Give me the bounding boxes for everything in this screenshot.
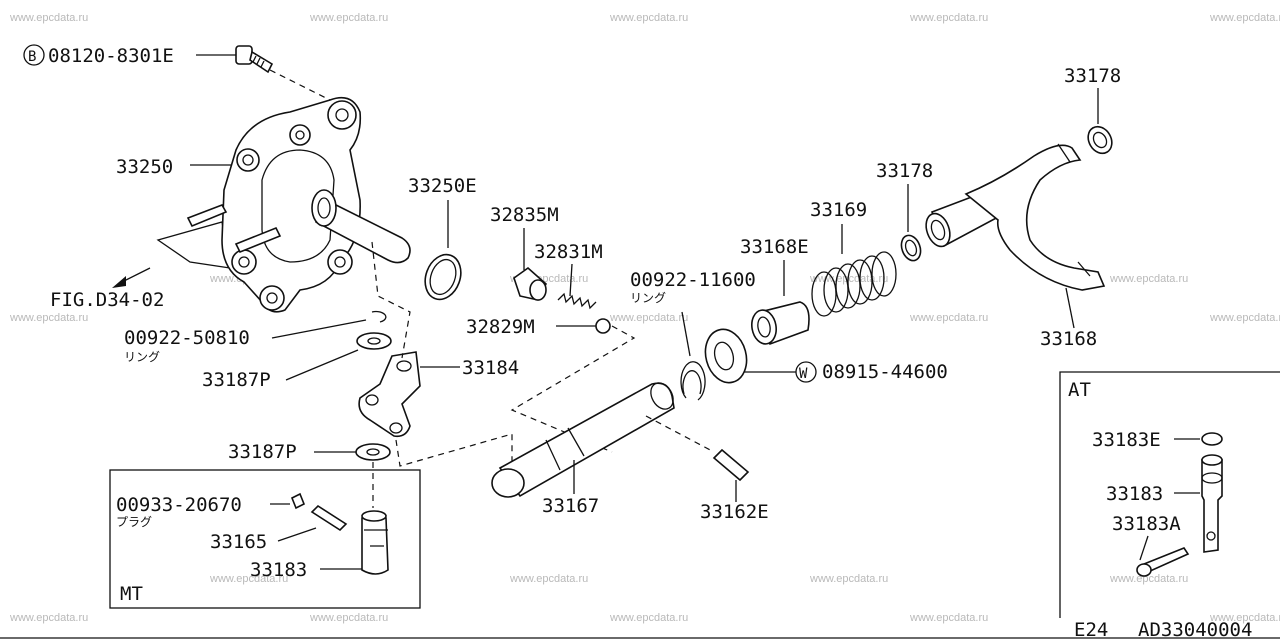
shift-shaft-part[interactable]: 33167 [491, 379, 678, 517]
label-lever-mt: 33183 [250, 559, 307, 581]
label-spring: 33169 [810, 199, 867, 221]
label-sleeve: 33168E [740, 236, 809, 258]
label-lever: 33184 [462, 357, 519, 379]
at-lever-part[interactable] [1201, 454, 1223, 553]
mt-tag: MT [120, 583, 143, 605]
label-at-lever: 33183 [1106, 483, 1163, 505]
detent-ball-part[interactable]: 32829M [466, 316, 611, 338]
mt-variant-box: MT 00933-20670 プラグ 33165 33183 [109, 469, 421, 609]
label-ball-m: 32829M [466, 316, 535, 338]
mt-plug-part[interactable] [290, 492, 306, 510]
label-pin: 33162E [700, 501, 769, 523]
at-variant-box: AT 33183E 33183 33183A [1059, 371, 1280, 618]
label-plug-mt-sub: プラグ [116, 515, 152, 529]
bolt-prefix-circle [23, 44, 45, 66]
footer-section-code: E24 [1074, 619, 1108, 640]
roll-pin-part[interactable]: 33162E [700, 448, 769, 523]
shift-fork-part[interactable]: 33168 [922, 143, 1106, 350]
label-washer-p2: 33187P [228, 441, 297, 463]
label-ring-178b: 33178 [1064, 65, 1121, 87]
retaining-ring-a-part[interactable]: 33178 [876, 160, 933, 263]
label-housing: 33250 [116, 156, 173, 178]
footer-figure-code: AD33040004 [1138, 619, 1252, 640]
label-plug-mt: 00933-20670 [116, 494, 242, 516]
watermark: www.epcdata.ru [909, 612, 988, 624]
label-bolt: 08120-8301E [48, 45, 174, 67]
at-plug-part[interactable] [1201, 432, 1223, 446]
watermark-layer: www.epcdata.ru www.epcdata.ru www.epcdat… [9, 12, 1280, 624]
watermark: www.epcdata.ru [9, 12, 88, 24]
watermark: www.epcdata.ru [809, 573, 888, 585]
label-washer-p1: 33187P [202, 369, 271, 391]
thrust-washer-part[interactable]: W 08915-44600 [700, 325, 948, 388]
label-fork: 33168 [1040, 328, 1097, 350]
watermark: www.epcdata.ru [1109, 273, 1188, 285]
watermark: www.epcdata.ru [1109, 573, 1188, 585]
watermark: www.epcdata.ru [309, 612, 388, 624]
label-shaft: 33167 [542, 495, 599, 517]
snap-ring-small-part[interactable]: 00922-50810 リング [124, 310, 387, 364]
label-ring-small: 00922-50810 [124, 327, 250, 349]
label-fig-ref: FIG.D34-02 [50, 289, 164, 311]
washer-w-prefix: W [799, 366, 808, 382]
label-ring-178a: 33178 [876, 160, 933, 182]
detent-spring-part[interactable]: 32831M [534, 241, 603, 310]
label-at-bolt: 33183A [1112, 513, 1181, 535]
label-plug-m: 32835M [490, 204, 559, 226]
watermark: www.epcdata.ru [509, 573, 588, 585]
watermark: www.epcdata.ru [209, 573, 288, 585]
housing-part[interactable]: 33250 [116, 96, 411, 313]
retaining-ring-b-part[interactable]: 33178 [1064, 65, 1121, 158]
bolt-part[interactable]: B 08120-8301E [23, 44, 274, 74]
watermark: www.epcdata.ru [9, 612, 88, 624]
at-bolt-part[interactable] [1136, 547, 1190, 577]
bolt-prefix: B [28, 49, 36, 65]
mt-pin-part[interactable] [310, 504, 348, 532]
label-ring-mid-sub: リング [630, 291, 666, 305]
label-pin-mt: 33165 [210, 531, 267, 553]
detent-plug-part[interactable]: 32835M [490, 204, 559, 301]
watermark: www.epcdata.ru [909, 12, 988, 24]
label-at-plug: 33183E [1092, 429, 1161, 451]
lever-part[interactable]: 33184 [358, 351, 519, 438]
watermark: www.epcdata.ru [609, 12, 688, 24]
watermark: www.epcdata.ru [1209, 612, 1280, 624]
washer-lower-part[interactable]: 33187P [228, 441, 391, 463]
watermark: www.epcdata.ru [609, 612, 688, 624]
main-spring-part[interactable]: 33169 [810, 199, 897, 317]
sleeve-part[interactable]: 33168E [740, 236, 810, 346]
snap-ring-mid-part[interactable]: 00922-11600 リング [630, 269, 756, 401]
watermark: www.epcdata.ru [309, 12, 388, 24]
at-tag: AT [1068, 379, 1091, 401]
mt-lever-part[interactable] [361, 510, 389, 575]
watermark: www.epcdata.ru [909, 312, 988, 324]
washer-upper-part[interactable]: 33187P [202, 332, 392, 391]
label-washer-w: 08915-44600 [822, 361, 948, 383]
watermark: www.epcdata.ru [1209, 12, 1280, 24]
watermark: www.epcdata.ru [609, 312, 688, 324]
label-spring-m: 32831M [534, 241, 603, 263]
label-oring: 33250E [408, 175, 477, 197]
label-ring-small-sub: リング [124, 350, 160, 364]
watermark: www.epcdata.ru [1209, 312, 1280, 324]
oring-part[interactable]: 33250E [408, 175, 477, 304]
watermark: www.epcdata.ru [9, 312, 88, 324]
label-ring-mid: 00922-11600 [630, 269, 756, 291]
